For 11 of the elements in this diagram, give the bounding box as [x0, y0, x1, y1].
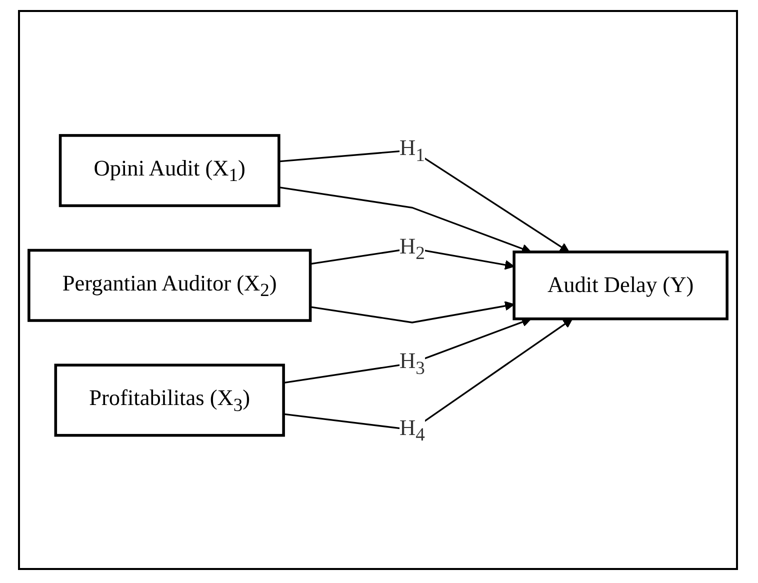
arrow	[278, 149, 570, 252]
node-box: Opini Audit (X$_{1}$)	[58, 134, 280, 208]
edge-label: H$_{2}$	[399, 234, 425, 264]
edge-label: H$_{3}$	[399, 349, 425, 378]
arrow	[310, 301, 514, 324]
node-box: Pergantian Auditor (X$_{2}$)	[28, 248, 312, 322]
node-box: Profitabilitas (X$_{3}$)	[54, 364, 285, 437]
arrow	[283, 318, 573, 431]
node-box: Audit Delay (Y)	[512, 250, 728, 320]
edge-label: H$_{1}$	[399, 136, 425, 166]
edge-label: H$_{4}$	[399, 416, 425, 445]
